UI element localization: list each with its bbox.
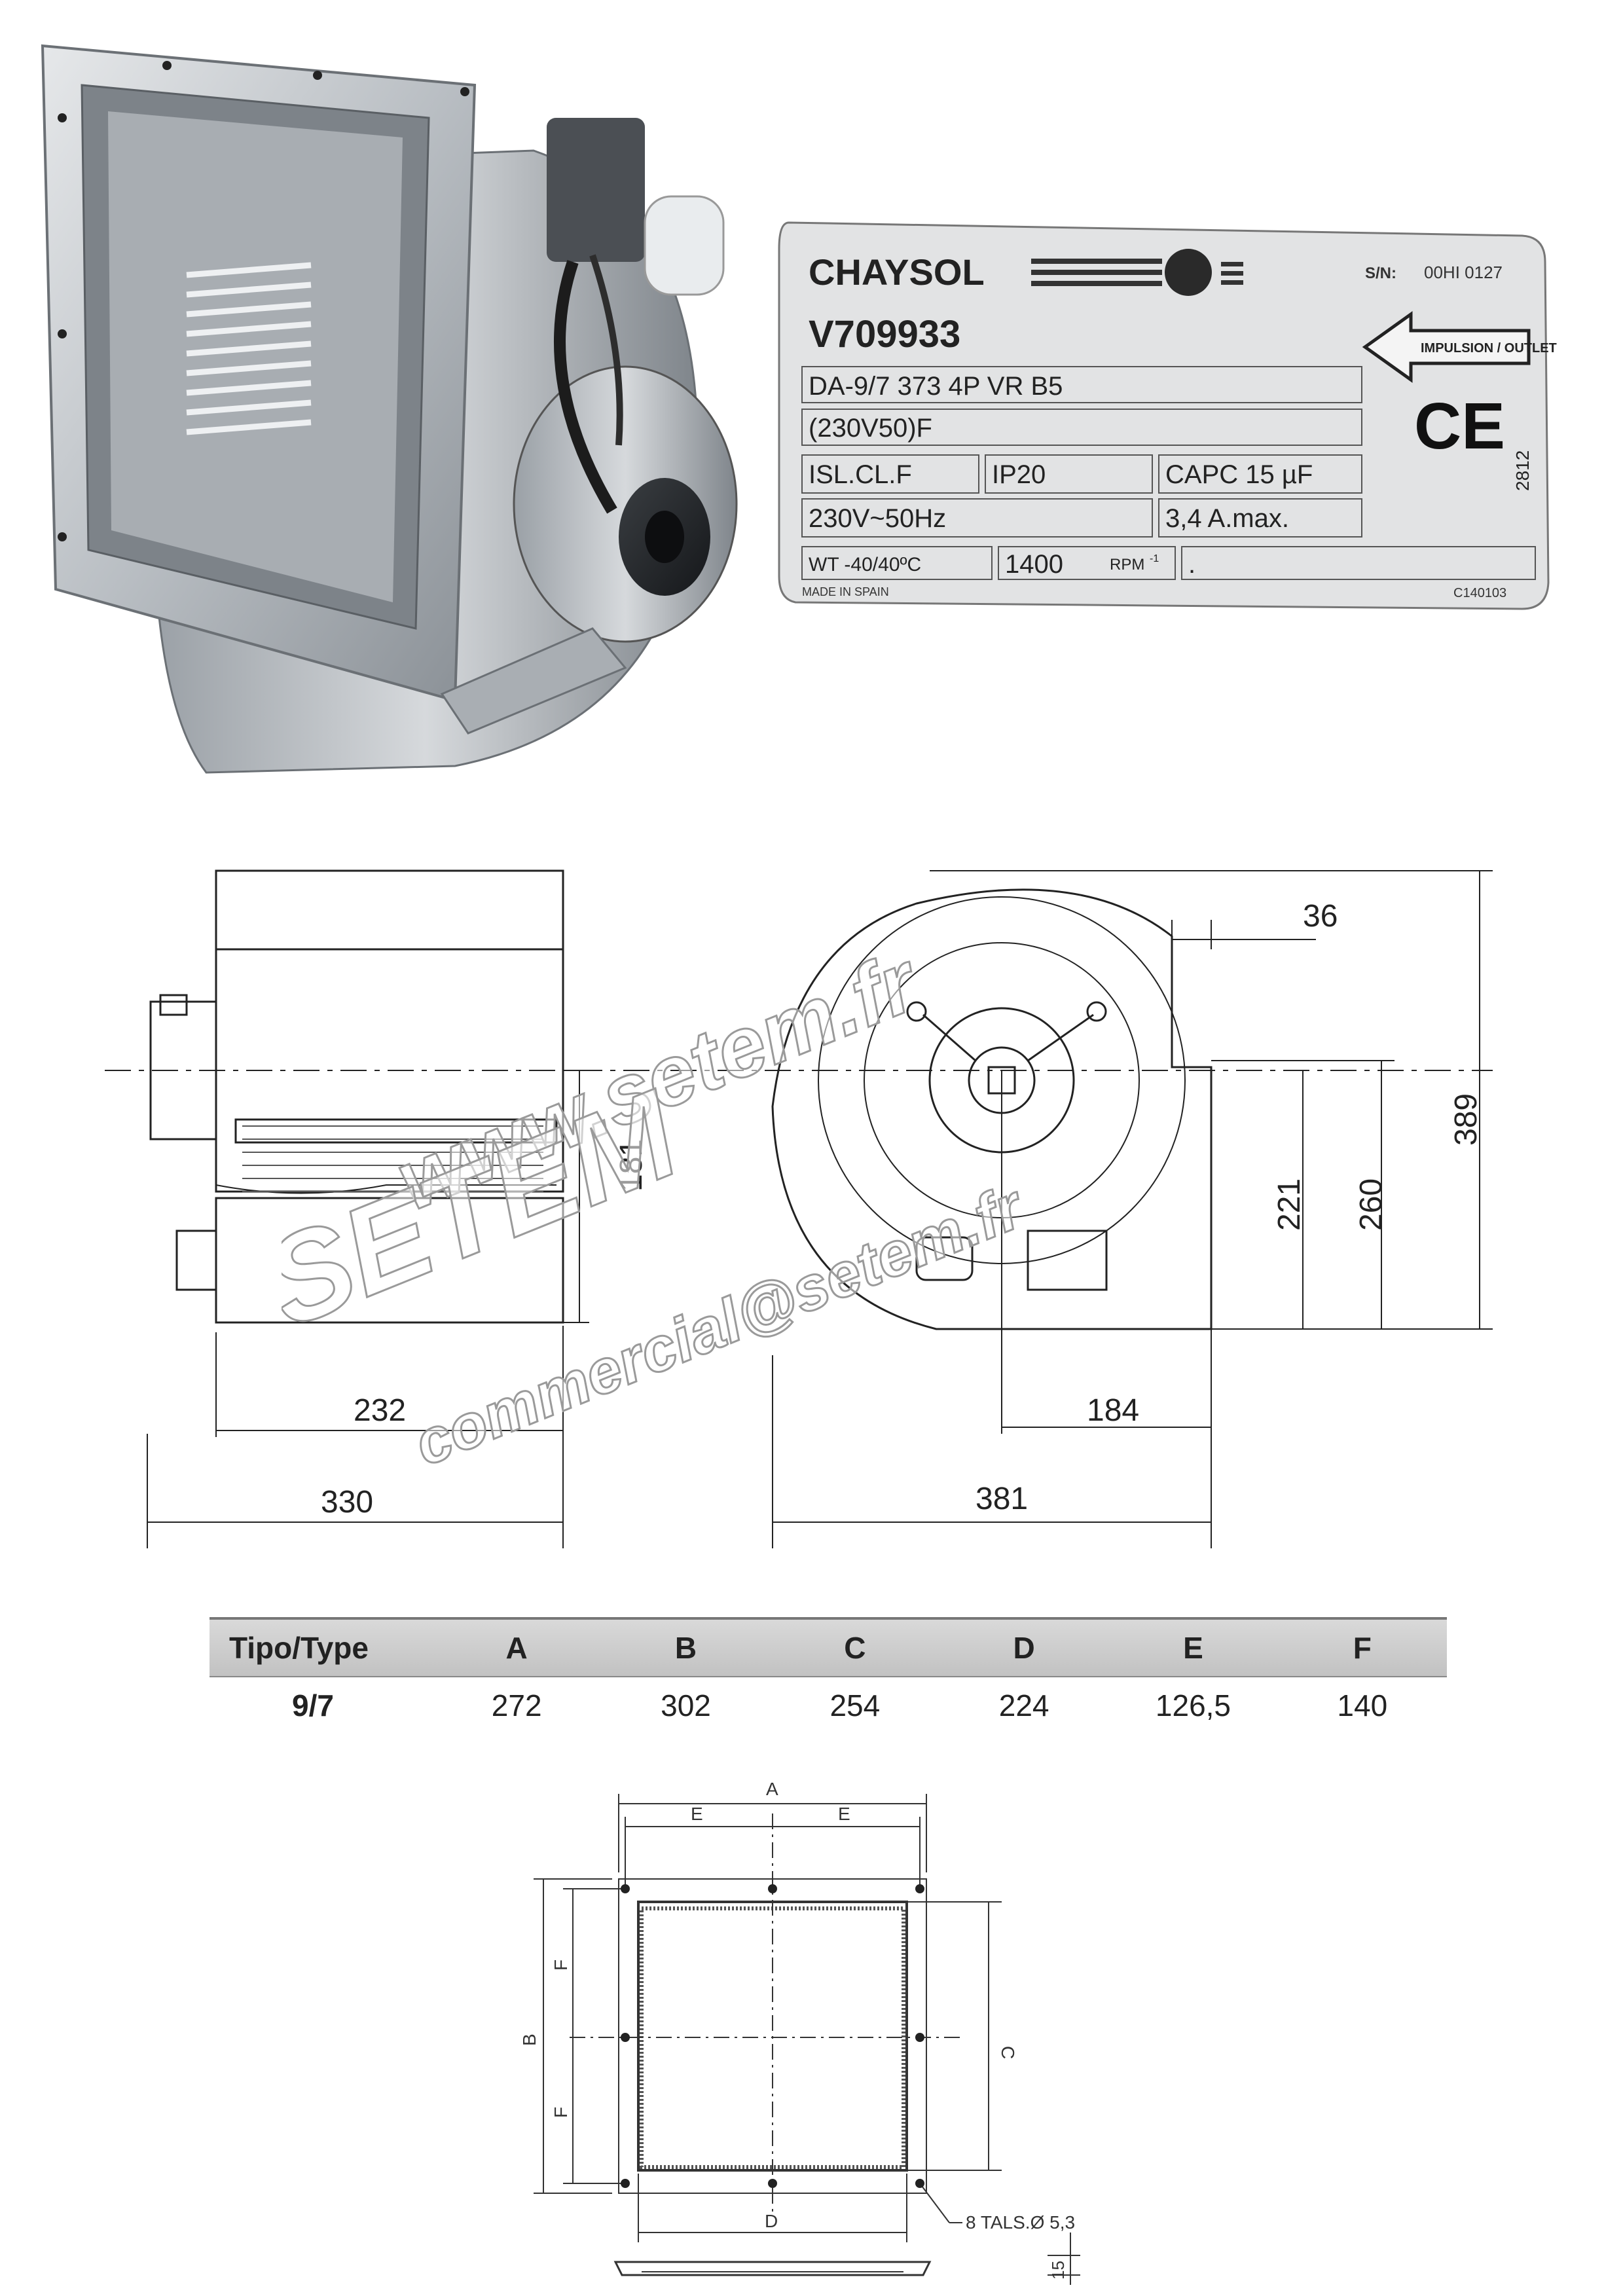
table-row: 9/7 272 302 254 224 126,5 140 [210,1677,1447,1734]
dim-184: 184 [1087,1393,1139,1428]
dimension-drawings: 181 232 330 36 184 381 221 260 389 [85,845,1552,1565]
flange-thickness-label: 15 [1048,2261,1068,2280]
flange-holes-label: 8 TALS.Ø 5,3 [966,2212,1075,2232]
svg-text:-1: -1 [1150,553,1159,564]
flange-f1-label: F [551,1959,571,1971]
plate-model: V709933 [809,313,960,355]
cell-d: 224 [998,1688,1049,1722]
serial-value: 00HI 0127 [1424,263,1503,282]
dimension-table: Tipo/Type A B C D E F 9/7 272 302 254 22… [210,1617,1447,1734]
plate-speed-unit: RPM [1110,556,1144,574]
flange-b-label: B [519,2033,539,2046]
plate-speed: 1400 [1005,550,1063,579]
header-e: E [1183,1631,1203,1665]
flange-f2-label: F [551,2107,571,2118]
header-f: F [1353,1631,1372,1665]
plate-code: C140103 [1453,586,1506,600]
outlet-arrow-icon [1362,311,1531,383]
ce-mark: CE [1414,390,1505,463]
flange-c-label: C [998,2046,1018,2059]
flange-e1-label: E [691,1804,703,1824]
plate-designation: DA-9/7 373 4P VR B5 [809,372,1063,401]
dim-36: 36 [1303,899,1338,934]
plate-temperature: WT -40/40ºC [809,554,921,575]
plate-current: 3,4 A.max. [1165,504,1289,533]
flange-a-label: A [766,1779,778,1799]
serial-label: S/N: [1365,264,1396,282]
plate-brand: CHAYSOL [809,251,985,293]
plate-ip: IP20 [992,460,1046,489]
header-type: Tipo/Type [229,1631,369,1665]
dim-330: 330 [321,1485,373,1520]
plate-capacitor: CAPC 15 µF [1165,460,1313,489]
plate-voltage-code: (230V50)F [809,414,932,443]
nameplate: CHAYSOL S/N: 00HI 0127 V709933 IMPULSION… [776,216,1561,622]
outlet-label: IMPULSION / OUTLET [1421,341,1557,355]
header-d: D [1013,1631,1035,1665]
dim-381: 381 [976,1482,1028,1516]
cell-c: 254 [830,1688,881,1722]
flange-drawing: A E E B F F C D 8 TALS.Ø 5,3 15 [504,1755,1120,2285]
plate-insulation: ISL.CL.F [809,460,912,489]
cell-b: 302 [661,1688,711,1722]
cell-f: 140 [1337,1688,1388,1722]
dim-221: 221 [1272,1178,1307,1231]
plate-origin: MADE IN SPAIN [802,585,889,598]
brand-logo-icon [1165,249,1212,296]
dim-232: 232 [354,1393,406,1428]
dim-181: 181 [614,1139,649,1192]
cell-type: 9/7 [292,1688,334,1722]
plate-dot: . [1188,550,1195,579]
ce-number: 2812 [1512,450,1533,491]
header-b: B [674,1631,697,1665]
flange-d-label: D [765,2211,778,2231]
fan-photo [36,39,746,809]
header-c: C [844,1631,866,1665]
cell-e: 126,5 [1155,1688,1231,1722]
cell-a: 272 [491,1688,542,1722]
flange-e2-label: E [838,1804,850,1824]
table-header: Tipo/Type A B C D E F [210,1617,1447,1677]
plate-supply: 230V~50Hz [809,504,946,533]
dim-389: 389 [1449,1093,1484,1146]
dim-260: 260 [1354,1178,1389,1231]
header-a: A [505,1631,528,1665]
